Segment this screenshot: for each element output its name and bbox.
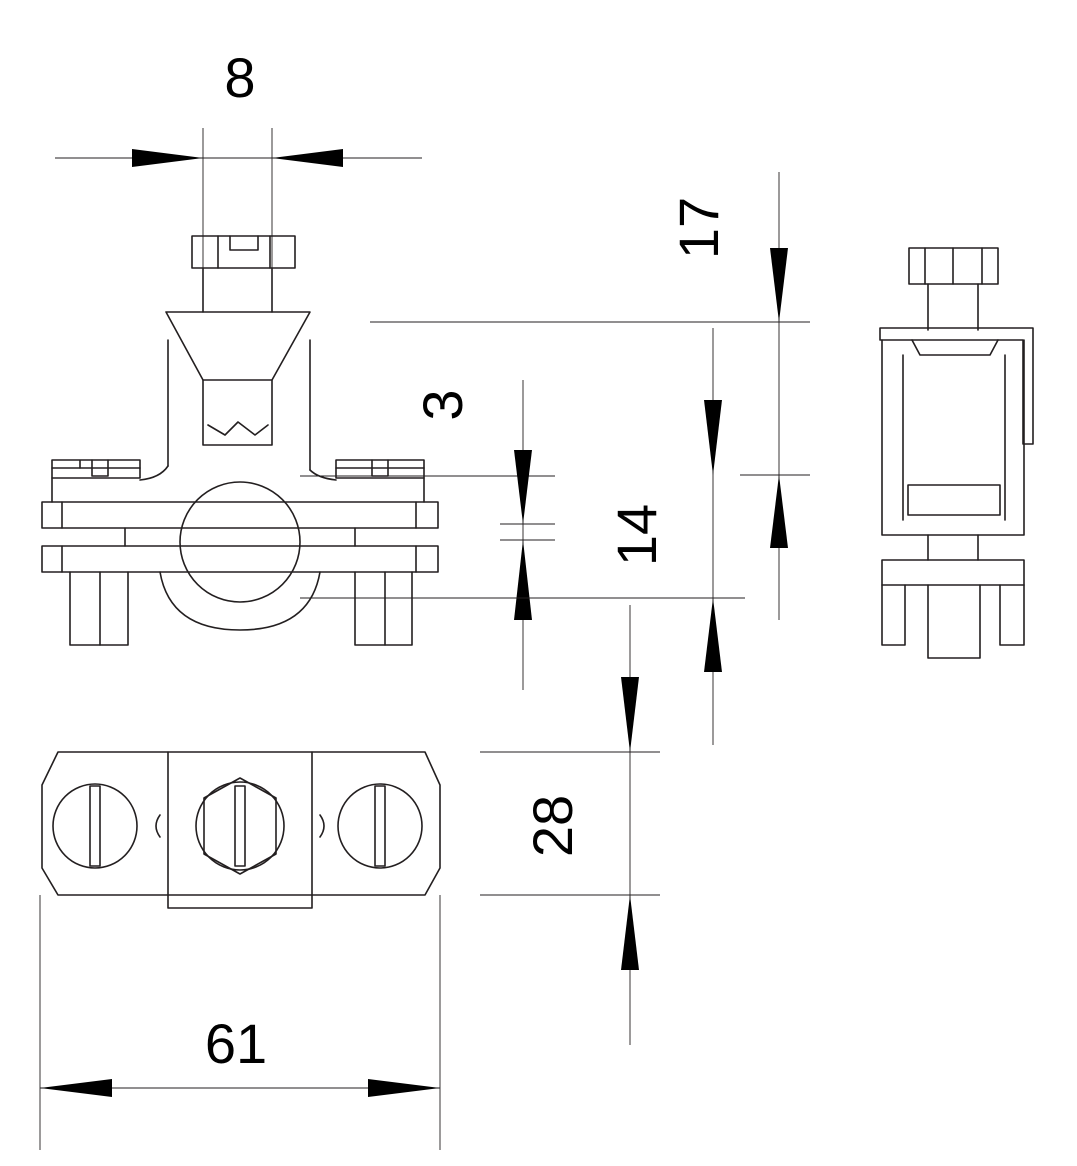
dimension-lines xyxy=(39,128,810,1150)
dim-label-8: 8 xyxy=(224,46,255,109)
dim-label-17: 17 xyxy=(667,197,730,259)
dim-label-3: 3 xyxy=(411,389,474,420)
dim-label-14: 14 xyxy=(605,504,668,566)
top-view xyxy=(41,751,441,909)
front-view xyxy=(41,235,439,646)
side-view xyxy=(879,247,1034,659)
dim-label-28: 28 xyxy=(521,795,584,857)
dim-label-61: 61 xyxy=(205,1012,267,1075)
